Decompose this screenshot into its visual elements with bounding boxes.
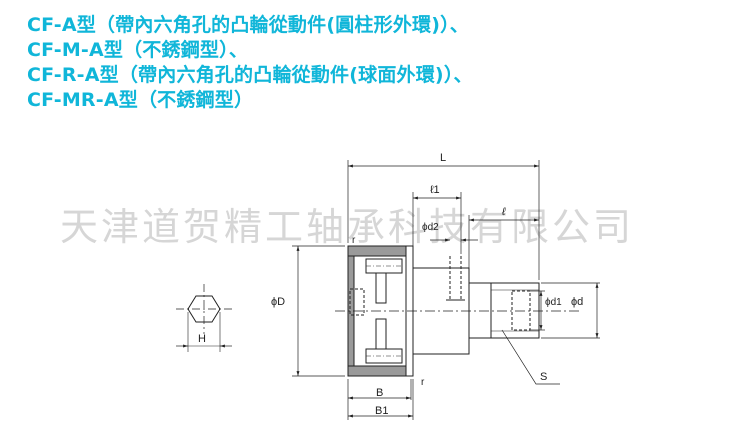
label-od1: ϕd1 bbox=[545, 297, 562, 308]
label-r-bottom: r bbox=[421, 377, 425, 388]
watermark: 天津道贺精工轴承科技有限公司 bbox=[60, 205, 635, 249]
label-B1: B1 bbox=[375, 405, 388, 417]
label-od: ϕd bbox=[571, 296, 583, 308]
label-l1: ℓ1 bbox=[430, 184, 440, 196]
label-L: L bbox=[440, 152, 446, 164]
label-S: S bbox=[540, 371, 547, 383]
label-B: B bbox=[376, 387, 383, 399]
dimension-lines bbox=[292, 160, 600, 420]
hex-socket-view bbox=[176, 284, 232, 352]
label-l: ℓ bbox=[501, 206, 506, 218]
title-line-1: CF-A型（帶內六角孔的凸輪從動件(圓柱形外環)）、 bbox=[27, 14, 469, 36]
title-line-4: CF-MR-A型（不銹鋼型） bbox=[27, 89, 254, 111]
label-H: H bbox=[198, 333, 206, 345]
title-line-2: CF-M-A型（不銹鋼型）、 bbox=[27, 39, 249, 61]
label-od2: ϕd2 bbox=[422, 222, 439, 233]
needle-rollers bbox=[365, 258, 403, 364]
label-r-top: r bbox=[352, 235, 356, 246]
label-oD: ϕD bbox=[271, 296, 285, 308]
stud-shaft bbox=[335, 245, 580, 377]
title-line-3: CF-R-A型（帶內六角孔的凸輪從動件(球面外環)）、 bbox=[27, 64, 473, 86]
